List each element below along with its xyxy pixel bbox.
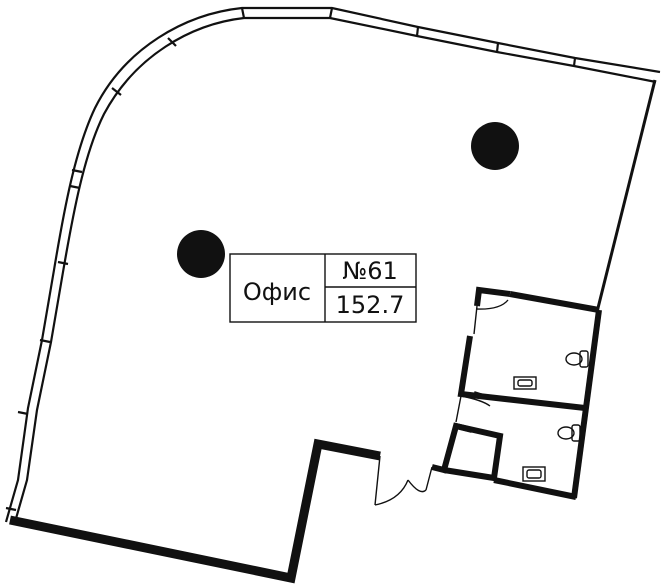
bathroom-lower-wall [473,391,491,400]
sink-upper [513,376,537,390]
bathroom-upper-side [457,335,586,411]
bottom-wall [9,438,381,584]
toilet-upper [565,350,589,368]
door-lower-bathroom [455,395,491,423]
room-number: №61 [342,257,398,285]
facade-mullions [5,7,577,512]
door-upper-bathroom [473,299,509,335]
right-wall [595,79,657,313]
column-right [471,122,519,170]
bathroom-upper-walls [474,286,511,307]
facade-inner-line [13,16,657,523]
sink-lower [522,466,546,482]
bathroom-upper-right [571,309,602,499]
room-area: 152.7 [336,291,405,319]
door-main-entrance-left [374,455,409,506]
bathroom-upper-top [509,291,600,313]
facade-outer-line [4,6,661,523]
room-name: Офис [243,278,311,306]
column-left [177,230,225,278]
toilet-lower [557,424,581,442]
bathroom-lower-bottom [493,477,577,500]
door-main-entrance-right [407,466,433,493]
room-label: Офис №61 152.7 [229,253,417,323]
bathroom-lower-walls [443,423,504,482]
corridor-wall [431,422,473,474]
